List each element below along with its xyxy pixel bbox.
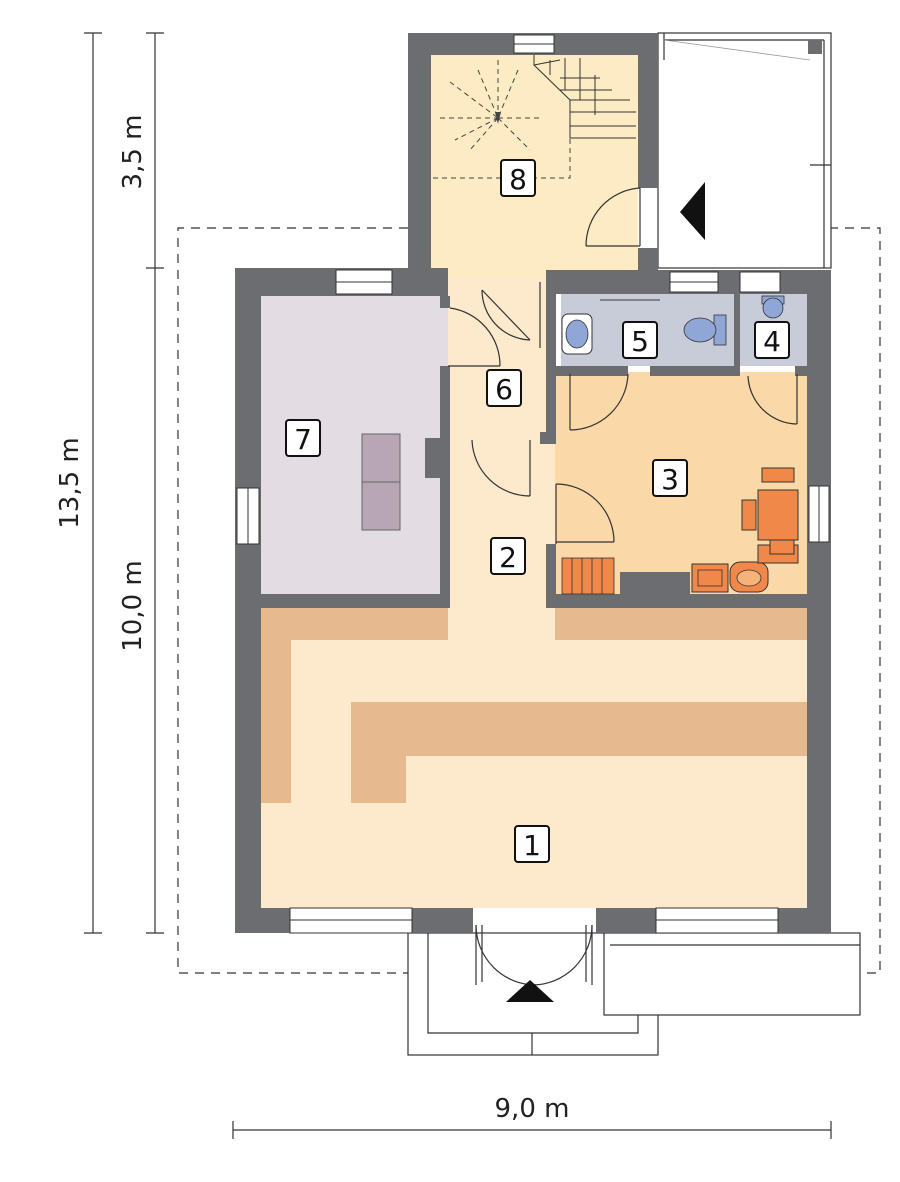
room-2-floor <box>448 440 555 620</box>
room-1-label: 1 <box>514 825 550 863</box>
upper-height-label: 3,5 m <box>118 115 148 190</box>
room-6-floor <box>448 277 555 447</box>
width-label: 9,0 m <box>495 1094 570 1124</box>
walls <box>235 33 831 933</box>
entrance-arrow-icon <box>506 980 554 1002</box>
stairs-solid <box>533 55 636 139</box>
side-entrance-arrow-icon <box>680 182 705 240</box>
room-2-label: 2 <box>490 537 526 575</box>
total-height-label: 13,5 m <box>55 437 85 528</box>
window-wc <box>739 271 781 293</box>
washbasin-icon <box>561 313 593 355</box>
room-3-label: 3 <box>652 459 688 497</box>
room-2-number: 2 <box>499 541 517 574</box>
room-labels: 1 2 3 4 5 6 7 8 <box>285 159 790 863</box>
doors <box>448 187 798 986</box>
l-shaped-counter <box>351 702 807 803</box>
room-7-number: 7 <box>294 423 312 456</box>
toilet-icon <box>683 314 727 346</box>
carport <box>657 32 832 269</box>
wc-toilet-icon <box>761 295 785 319</box>
room-3-number: 3 <box>661 463 679 496</box>
entrance-door <box>475 924 593 986</box>
room-4-label: 4 <box>754 321 790 359</box>
dimension-lines <box>84 32 832 1139</box>
sink-icon <box>729 561 769 593</box>
room-5-label: 5 <box>622 321 658 359</box>
room-1-number: 1 <box>523 829 541 862</box>
room-6-number: 6 <box>495 373 513 406</box>
stove-icon <box>691 563 729 593</box>
room-6-label: 6 <box>486 369 522 407</box>
room-4-number: 4 <box>763 325 781 358</box>
corner-sofa <box>261 608 448 803</box>
dining-table-icon <box>741 467 799 564</box>
room-7-label: 7 <box>285 419 321 457</box>
room-5-number: 5 <box>631 325 649 358</box>
stair-direction-arrow <box>495 112 501 124</box>
stairs-icon <box>433 60 571 179</box>
living-room-furniture <box>261 608 807 803</box>
bed-icon <box>361 433 401 531</box>
windows <box>236 34 830 934</box>
room-8-number: 8 <box>509 163 527 196</box>
sideboard <box>555 608 807 640</box>
room-8-label: 8 <box>500 159 536 197</box>
lower-height-label: 10,0 m <box>118 560 148 651</box>
kitchen-stairs-icon <box>561 557 615 595</box>
